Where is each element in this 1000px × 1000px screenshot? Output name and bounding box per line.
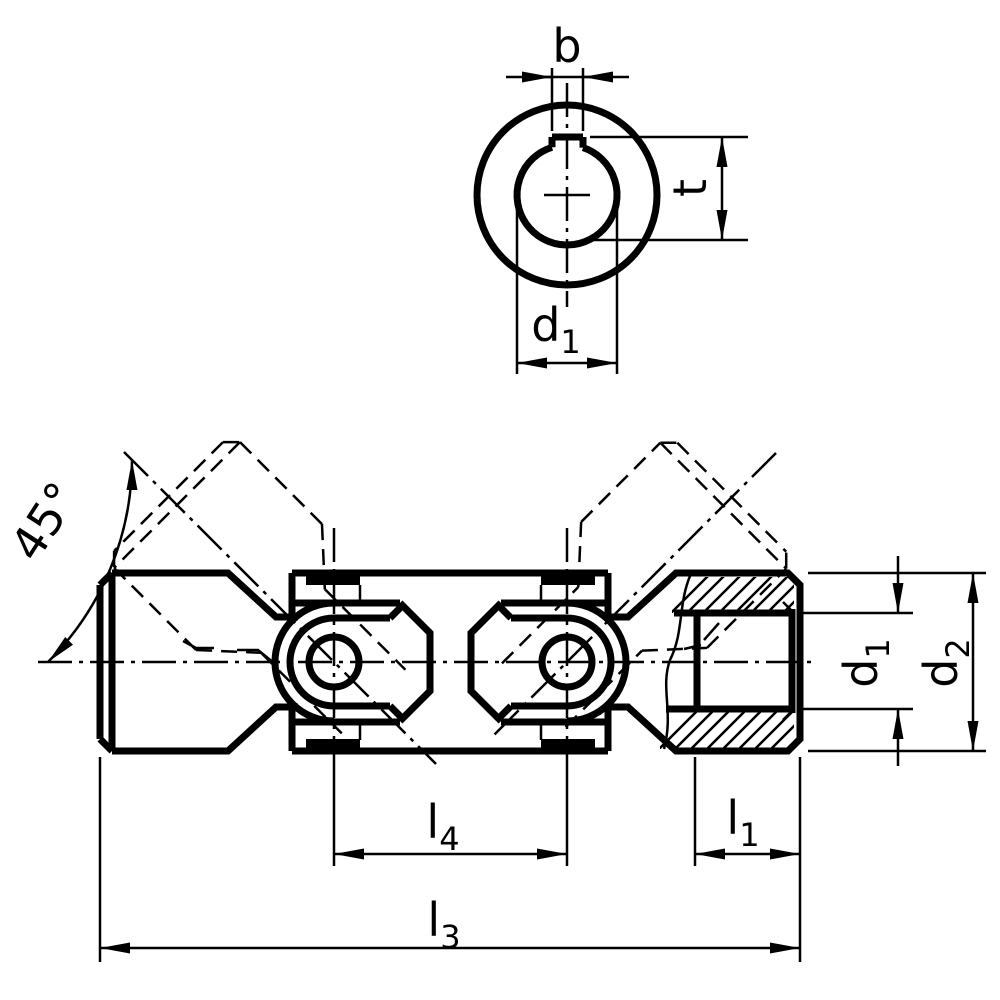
hatching-bottom-band <box>660 710 794 749</box>
right-pin-hole <box>538 633 596 691</box>
top-view: b t d1 <box>473 19 748 374</box>
dimension-d1-side: d1 <box>797 556 913 766</box>
dimension-label-45deg: 45° <box>0 472 89 570</box>
hatching-top-band <box>672 577 794 613</box>
dimension-l3: l3 <box>98 757 802 962</box>
right-shaft-outline <box>604 569 804 755</box>
dimension-label-t: t <box>663 179 717 197</box>
right-45deg-axis <box>491 452 777 738</box>
front-view: 45° <box>0 440 986 962</box>
dimension-label-d2: d2 <box>914 638 977 688</box>
right-bearing-outer-arc <box>566 599 630 725</box>
dimension-label-l1: l1 <box>726 791 759 854</box>
left-45deg-axis <box>123 451 437 765</box>
dimension-label-d1-top: d1 <box>531 298 581 361</box>
left-pin-hole <box>305 633 363 691</box>
left-bearing-housing-edge <box>397 600 434 724</box>
right-fork-slot-lines <box>683 622 720 651</box>
dimension-b: b <box>506 19 629 131</box>
dimension-label-b: b <box>552 19 581 73</box>
dimension-d1-top: d1 <box>515 200 619 374</box>
seal-bar-top-left <box>306 574 360 585</box>
dimension-d2: d2 <box>808 571 986 753</box>
angle-arc <box>47 459 138 663</box>
dimension-label-l3: l3 <box>427 893 460 956</box>
dimension-l4: l4 <box>332 756 569 866</box>
bore-section-outline <box>666 609 796 713</box>
dimension-l1: l1 <box>693 757 800 866</box>
extension-lines-l4 <box>332 756 569 866</box>
seal-bar-edge-ticks <box>358 585 543 740</box>
extension-lines-d1-top <box>515 200 619 374</box>
extension-lines-d2 <box>808 571 986 753</box>
right-bearing-housing-edge <box>467 600 504 724</box>
right-bearing-bush <box>494 601 615 723</box>
left-bearing-bush <box>286 601 407 723</box>
seal-bar-bottom-left <box>306 739 360 750</box>
left-bearing-outer-arc <box>271 599 335 725</box>
dimension-label-l4: l4 <box>426 795 459 858</box>
seal-bar-bottom-right <box>541 739 595 750</box>
sleeve-outline <box>288 569 612 755</box>
sleeve-inner-wall-lines <box>292 599 608 726</box>
extension-lines-l3 <box>98 757 802 962</box>
seal-bar-top-right <box>541 574 595 585</box>
dimension-label-d1-side: d1 <box>834 638 897 688</box>
left-fork-slot-lines <box>182 639 275 664</box>
left-shaft-outline <box>96 569 298 755</box>
dimension-t: t <box>586 135 748 242</box>
